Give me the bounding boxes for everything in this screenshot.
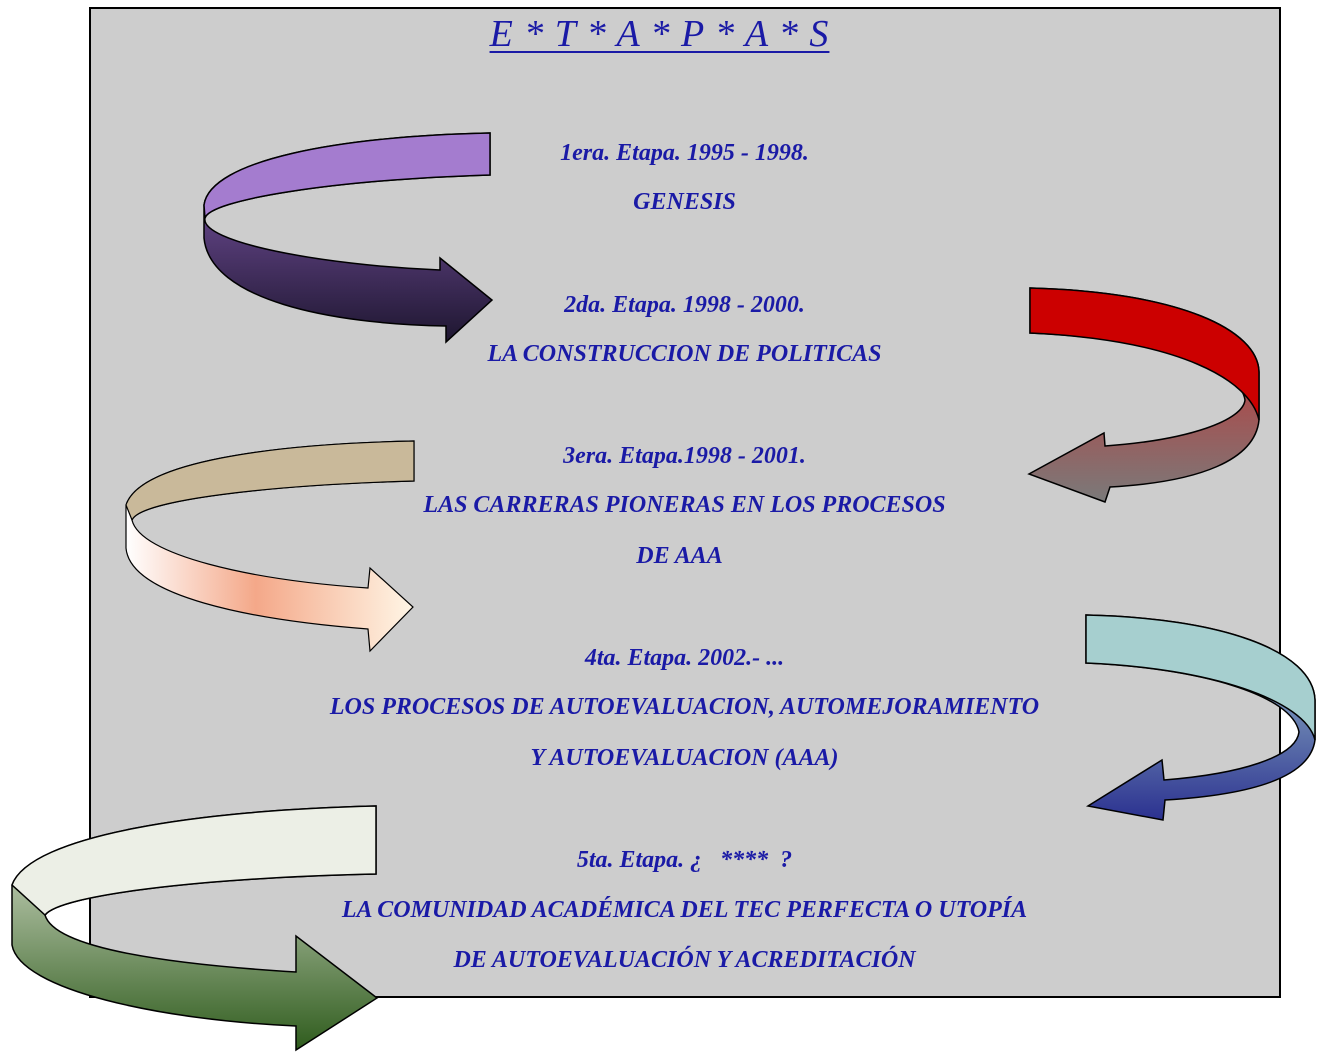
- page-title: E * T * A * P * A * S: [489, 13, 830, 55]
- stage-5-line-2: DE AUTOEVALUACIÓN Y ACREDITACIÓN: [453, 947, 916, 973]
- stage-3-line-1: LAS CARRERAS PIONERAS EN LOS PROCESOS: [423, 492, 946, 518]
- stage-4-line-2: Y AUTOEVALUACION (AAA): [530, 745, 839, 771]
- tan-arrow-icon: [125, 440, 415, 653]
- stage-1-heading: 1era. Etapa. 1995 - 1998.: [560, 140, 809, 166]
- teal-arrow-icon: [1085, 614, 1316, 821]
- stage-3-line-2: DE AAA: [636, 543, 723, 569]
- green-arrow-icon: [11, 805, 379, 1052]
- red-arrow-icon: [1027, 287, 1260, 503]
- purple-arrow-icon: [203, 132, 494, 344]
- stage-5-line-1: LA COMUNIDAD ACADÉMICA DEL TEC PERFECTA …: [341, 897, 1028, 923]
- stage-3-heading: 3era. Etapa.1998 - 2001.: [563, 443, 806, 469]
- stage-4-heading: 4ta. Etapa. 2002.- ...: [584, 645, 785, 671]
- stage-5-heading: 5ta. Etapa. ¿ **** ?: [576, 847, 793, 873]
- stage-4-line-1: LOS PROCESOS DE AUTOEVALUACION, AUTOMEJO…: [329, 694, 1040, 720]
- stage-2-line-1: LA CONSTRUCCION DE POLITICAS: [487, 341, 882, 367]
- stage-1-line-1: GENESIS: [633, 189, 736, 215]
- stage-2-heading: 2da. Etapa. 1998 - 2000.: [564, 292, 805, 318]
